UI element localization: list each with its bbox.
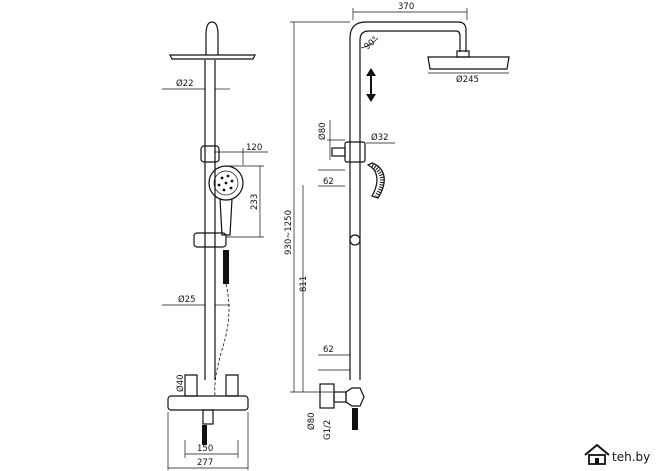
house-logo-icon [584,443,610,465]
dim-lower-height-label: 811 [299,276,309,292]
front-holder-clip [193,232,227,248]
dim-head-dia-label: Ø245 [456,74,479,85]
dim-total-width-label: 277 [197,458,213,468]
mixer-knob-left [184,374,198,397]
dim-height-range-label: 930~1250 [284,210,294,255]
front-view: Ø22 120 233 Ø25 [162,21,268,470]
front-slider-bracket [200,145,220,163]
front-head-arm [205,21,219,55]
hose-connector [223,250,229,284]
hand-shower-inner [213,170,239,196]
side-slider-bracket [344,141,366,163]
side-hand-nozzles [370,164,384,198]
side-slider-arm [331,147,346,157]
dim-slider-height-label: Ø80 [317,122,328,140]
dim-hand-width-label: 120 [246,143,262,153]
mixer-body [167,395,249,411]
side-hand-shower [366,162,385,199]
dim-mixer-dia-label: Ø40 [175,374,186,392]
side-connector [333,391,347,403]
dim-thread-label: G1/2 [323,420,333,440]
dim-wall-flange-label: Ø80 [306,412,317,430]
side-head-connector [456,50,470,58]
mixer-inlet [202,425,207,445]
watermark: teh.by [584,443,650,465]
hand-shower-nozzles [217,174,234,192]
hose-dashed [214,283,230,396]
side-inlet [352,408,358,430]
side-head-plate [427,56,510,70]
dim-angle-label: 90° [363,35,381,52]
dim-rail-label: Ø25 [178,294,196,305]
dim-hand-len-label: 233 [250,194,260,210]
watermark-site-label: teh.by [612,450,650,464]
height-adjust-arrow-icon [366,68,376,102]
side-rail-joint [349,234,361,246]
dim-head-pipe-label: Ø22 [176,78,194,89]
dim-slider-dia-label: Ø32 [371,132,389,143]
mixer-knob-right [225,374,239,397]
dim-bracket-top-label: 62 [323,177,334,187]
hand-shower-handle [219,198,233,236]
side-view: 370 90° Ø245 930~1250 Ø80 Ø32 [284,2,510,440]
front-head-plate [169,54,256,60]
angle-arc [360,37,379,49]
side-mixer-hex [345,387,365,407]
dim-mixer-span-label: 150 [197,444,213,454]
dim-arm-len-label: 370 [398,2,414,12]
dim-bracket-low-label: 62 [323,345,334,355]
side-pipe-inner [359,30,461,380]
side-wall-flange [319,383,335,409]
side-pipe-outer [349,21,467,380]
mixer-spout [202,409,214,425]
